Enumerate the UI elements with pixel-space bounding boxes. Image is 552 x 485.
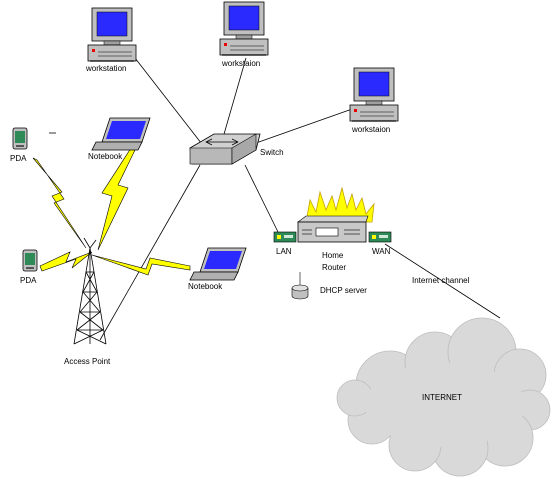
home-router: [297, 215, 369, 243]
router-label-line2: Router: [322, 263, 346, 272]
firewall-flames: [305, 186, 375, 223]
workstation-2-label: workstaion: [221, 59, 260, 68]
notebook-1: [91, 117, 151, 151]
internet-cloud: INTERNET: [336, 317, 551, 477]
connection-lines: [49, 57, 501, 341]
workstation-1-label: workstation: [85, 64, 126, 73]
wire-switch-lan: [244, 164, 279, 233]
notebook-2: [189, 247, 247, 281]
access-point-tower: [73, 237, 107, 345]
lightning-pda1: [32, 157, 87, 249]
wan-port: [368, 231, 392, 243]
access-point-label: Access Point: [64, 357, 111, 366]
workstation-3: [349, 67, 399, 122]
internet-channel-label: Internet channel: [412, 276, 470, 285]
switch-label: Switch: [260, 148, 284, 157]
lightning-notebook2: [91, 254, 191, 276]
switch: [189, 133, 261, 165]
wire-switch-access-point: [99, 164, 201, 341]
wire-wan-internet: [384, 243, 501, 319]
notebook-2-label: Notebook: [188, 282, 223, 291]
pda-2-label: PDA: [20, 276, 37, 285]
wire-ws2-switch: [219, 57, 247, 149]
router-label-line1: Home: [322, 251, 344, 260]
notebook-1-label: Notebook: [88, 152, 123, 161]
workstation-1: [87, 7, 137, 62]
pda-1: [12, 127, 28, 150]
lan-label: LAN: [276, 247, 292, 256]
pda-1-label: PDA: [10, 154, 27, 163]
lan-port: [273, 231, 297, 243]
internet-label: INTERNET: [422, 393, 462, 402]
wire-ws1-switch: [134, 57, 206, 149]
lightning-notebook1: [97, 147, 137, 251]
pda-2: [22, 249, 38, 272]
wire-ws3-switch: [255, 107, 356, 144]
wan-label: WAN: [372, 247, 391, 256]
lightning-pda2: [39, 251, 93, 272]
dhcp-server-label: DHCP server: [320, 286, 367, 295]
wireless-links: [32, 147, 191, 276]
workstation-2: [219, 1, 269, 56]
dhcp-server-icon: [291, 272, 309, 300]
workstation-3-label: workstaion: [351, 125, 390, 134]
